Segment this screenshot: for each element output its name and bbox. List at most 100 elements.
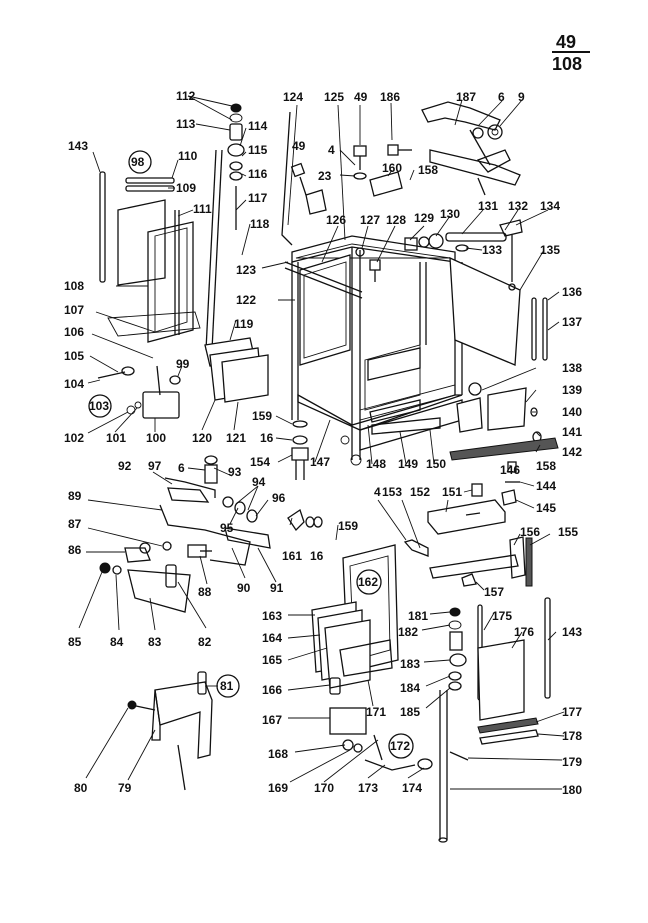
label-163: 163 xyxy=(262,609,282,623)
label-132: 132 xyxy=(508,199,528,213)
label-122: 122 xyxy=(236,293,256,307)
label-153: 153 xyxy=(382,485,402,499)
circled-ref-162: 162 xyxy=(358,575,378,589)
label-176: 176 xyxy=(514,625,534,639)
label-186: 186 xyxy=(380,90,400,104)
label-102: 102 xyxy=(64,431,84,445)
label-141: 141 xyxy=(562,425,582,439)
leader-lines xyxy=(78,95,565,790)
label-156: 156 xyxy=(520,525,540,539)
label-183: 183 xyxy=(400,657,420,671)
label-125: 125 xyxy=(324,90,344,104)
page-number-current: 49 xyxy=(556,32,576,52)
part-labels-secondary: 49 6 159 16 4 158 143 xyxy=(178,139,582,639)
parts-155-157 xyxy=(429,536,533,587)
label-161: 161 xyxy=(282,549,302,563)
label-152: 152 xyxy=(410,485,430,499)
strip-136-137 xyxy=(531,297,548,361)
label-90: 90 xyxy=(237,581,251,595)
label-105: 105 xyxy=(64,349,84,363)
label-158-mid: 158 xyxy=(536,459,556,473)
hinge-rod-column xyxy=(205,103,245,351)
label-131: 131 xyxy=(478,199,498,213)
rear-panel-135 xyxy=(449,256,521,366)
label-104: 104 xyxy=(64,377,84,391)
label-169: 169 xyxy=(268,781,288,795)
label-112: 112 xyxy=(176,89,196,103)
plate-125 xyxy=(305,189,327,215)
label-130: 130 xyxy=(440,207,460,221)
seal-strip-143 xyxy=(99,171,551,699)
label-167: 167 xyxy=(262,713,282,727)
page-number-total: 108 xyxy=(552,54,582,74)
label-106: 106 xyxy=(64,325,84,339)
label-82: 82 xyxy=(198,635,212,649)
label-80: 80 xyxy=(74,781,88,795)
label-126: 126 xyxy=(326,213,346,227)
label-140: 140 xyxy=(562,405,582,419)
label-4-top: 4 xyxy=(328,143,335,157)
label-120: 120 xyxy=(192,431,212,445)
label-187: 187 xyxy=(456,90,476,104)
label-164: 164 xyxy=(262,631,282,645)
label-159-left: 159 xyxy=(252,409,272,423)
label-180: 180 xyxy=(562,783,582,797)
label-111: 111 xyxy=(193,202,212,216)
label-6-top: 6 xyxy=(498,90,505,104)
label-155: 155 xyxy=(558,525,578,539)
label-134: 134 xyxy=(540,199,560,213)
label-137: 137 xyxy=(562,315,582,329)
label-114: 114 xyxy=(248,119,268,133)
bolt-127-128 xyxy=(355,247,381,282)
label-9: 9 xyxy=(518,90,525,104)
label-49-top: 49 xyxy=(354,90,368,104)
label-87: 87 xyxy=(68,517,82,531)
label-160: 160 xyxy=(382,161,402,175)
label-129: 129 xyxy=(414,211,434,225)
label-83: 83 xyxy=(148,635,162,649)
label-123: 123 xyxy=(236,263,256,277)
circled-ref-98: 98 xyxy=(131,155,145,169)
label-173: 173 xyxy=(358,781,378,795)
label-184: 184 xyxy=(400,681,420,695)
label-97: 97 xyxy=(148,459,162,473)
bolt-stack-154 xyxy=(291,420,309,480)
label-49-left: 49 xyxy=(292,139,306,153)
rod-124 xyxy=(281,111,293,246)
right-glass-176 xyxy=(449,604,539,761)
label-185: 185 xyxy=(400,705,420,719)
label-85: 85 xyxy=(68,635,82,649)
circled-ref-103: 103 xyxy=(89,399,109,413)
label-119: 119 xyxy=(234,317,254,331)
door-lock-100 xyxy=(97,365,181,419)
label-170: 170 xyxy=(314,781,334,795)
label-143-right: 143 xyxy=(562,625,582,639)
label-145: 145 xyxy=(536,501,556,515)
label-138: 138 xyxy=(562,361,582,375)
label-96: 96 xyxy=(272,491,286,505)
label-79: 79 xyxy=(118,781,132,795)
label-158-top: 158 xyxy=(418,163,438,177)
label-88: 88 xyxy=(198,585,212,599)
label-116: 116 xyxy=(248,167,268,181)
label-23: 23 xyxy=(318,169,332,183)
label-110: 110 xyxy=(178,149,198,163)
label-166: 166 xyxy=(262,683,282,697)
fasteners-top xyxy=(290,144,412,196)
floor-components xyxy=(367,347,441,435)
label-182: 182 xyxy=(398,625,418,639)
fittings-144-146 xyxy=(501,461,520,506)
plate-160 xyxy=(369,171,403,197)
label-135: 135 xyxy=(540,243,560,257)
handle-173 xyxy=(364,758,433,771)
shaft-parts xyxy=(404,219,523,291)
label-171: 171 xyxy=(366,705,386,719)
label-91: 91 xyxy=(270,581,284,595)
label-175: 175 xyxy=(492,609,512,623)
label-4-mid: 4 xyxy=(374,485,381,499)
label-107: 107 xyxy=(64,303,84,317)
circled-ref-81: 81 xyxy=(220,679,234,693)
label-181: 181 xyxy=(408,609,428,623)
label-177: 177 xyxy=(562,705,582,719)
side-panels-119-121 xyxy=(204,337,269,403)
